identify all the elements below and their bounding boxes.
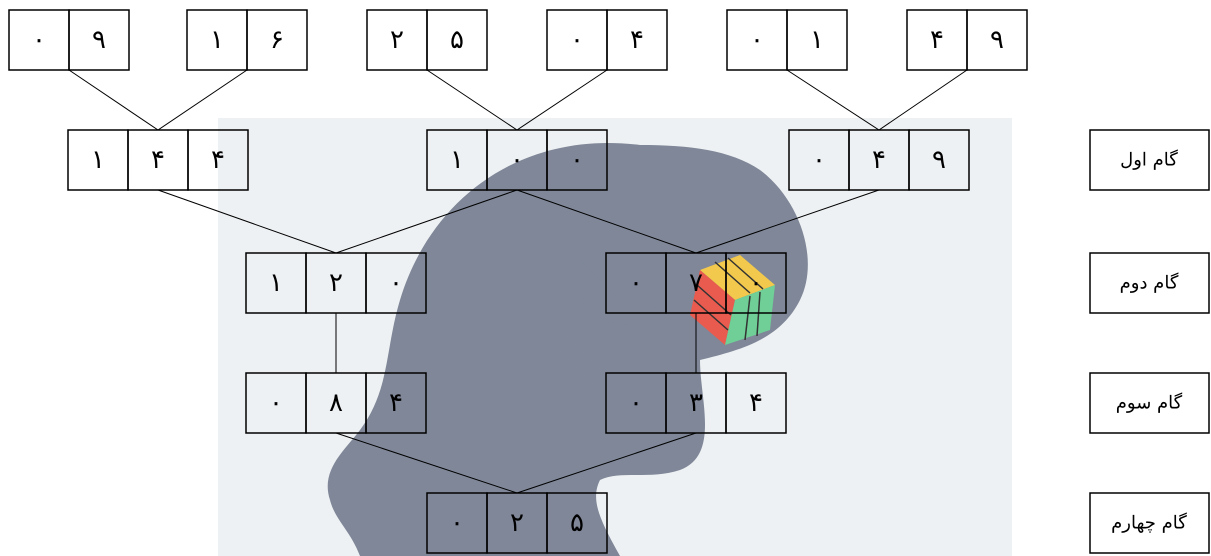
digit-cell: ۸ [329, 388, 343, 418]
digit-cell: ۰ [570, 145, 584, 175]
digit-cell: ۴ [749, 388, 763, 418]
digit-cell: ۴ [630, 25, 644, 55]
step-label-text: گام اول [1120, 149, 1178, 171]
digit-cell: ۴ [151, 145, 165, 175]
digit-cell: ۲ [390, 25, 404, 55]
digit-cell: ۰ [812, 145, 826, 175]
top-box-6: ۹ ۴ [907, 10, 1027, 70]
digit-cell: ۰ [750, 25, 764, 55]
digit-cell: ۷ [689, 268, 703, 298]
digit-cell: ۱ [269, 268, 283, 298]
digit-cell: ۰ [269, 388, 283, 418]
step-label-2: گام دوم [1090, 253, 1209, 313]
top-box-3: ۵ ۲ [367, 10, 487, 70]
digit-cell: ۱ [810, 25, 824, 55]
digit-cell: ۶ [270, 25, 284, 55]
digit-cell: ۰ [450, 508, 464, 538]
digit-cell: ۰ [629, 388, 643, 418]
top-box-1: ۹ ۰ [9, 10, 129, 70]
digit-cell: ۹ [92, 25, 106, 55]
digit-cell: ۱ [210, 25, 224, 55]
digit-cell: ۹ [932, 145, 946, 175]
digit-cell: ۵ [450, 25, 464, 55]
digit-cell: ۳ [689, 388, 703, 418]
digit-cell: ۴ [389, 388, 403, 418]
digit-cell: ۵ [570, 508, 584, 538]
top-box-4: ۴ ۰ [547, 10, 667, 70]
digit-cell: ۰ [570, 25, 584, 55]
digit-cell: ۲ [510, 508, 524, 538]
digit-cell: ۰ [749, 268, 763, 298]
step-label-text: گام چهارم [1111, 512, 1187, 534]
step-label-text: گام سوم [1116, 392, 1183, 414]
digit-cell: ۰ [510, 145, 524, 175]
digit-cell: ۰ [32, 25, 46, 55]
step-label-text: گام دوم [1120, 272, 1179, 294]
watermark [218, 118, 1012, 556]
digit-cell: ۱ [450, 145, 464, 175]
step-label-3: گام سوم [1090, 373, 1209, 433]
digit-cell: ۰ [629, 268, 643, 298]
step-label-4: گام چهارم [1090, 493, 1209, 553]
digit-cell: ۴ [211, 145, 225, 175]
digit-cell: ۱ [91, 145, 105, 175]
step-label-1: گام اول [1090, 130, 1209, 190]
digit-cell: ۲ [329, 268, 343, 298]
digit-cell: ۴ [930, 25, 944, 55]
top-box-5: ۱ ۰ [727, 10, 847, 70]
digit-cell: ۴ [872, 145, 886, 175]
digit-cell: ۹ [990, 25, 1004, 55]
digit-cell: ۰ [389, 268, 403, 298]
top-box-2: ۶ ۱ [187, 10, 307, 70]
